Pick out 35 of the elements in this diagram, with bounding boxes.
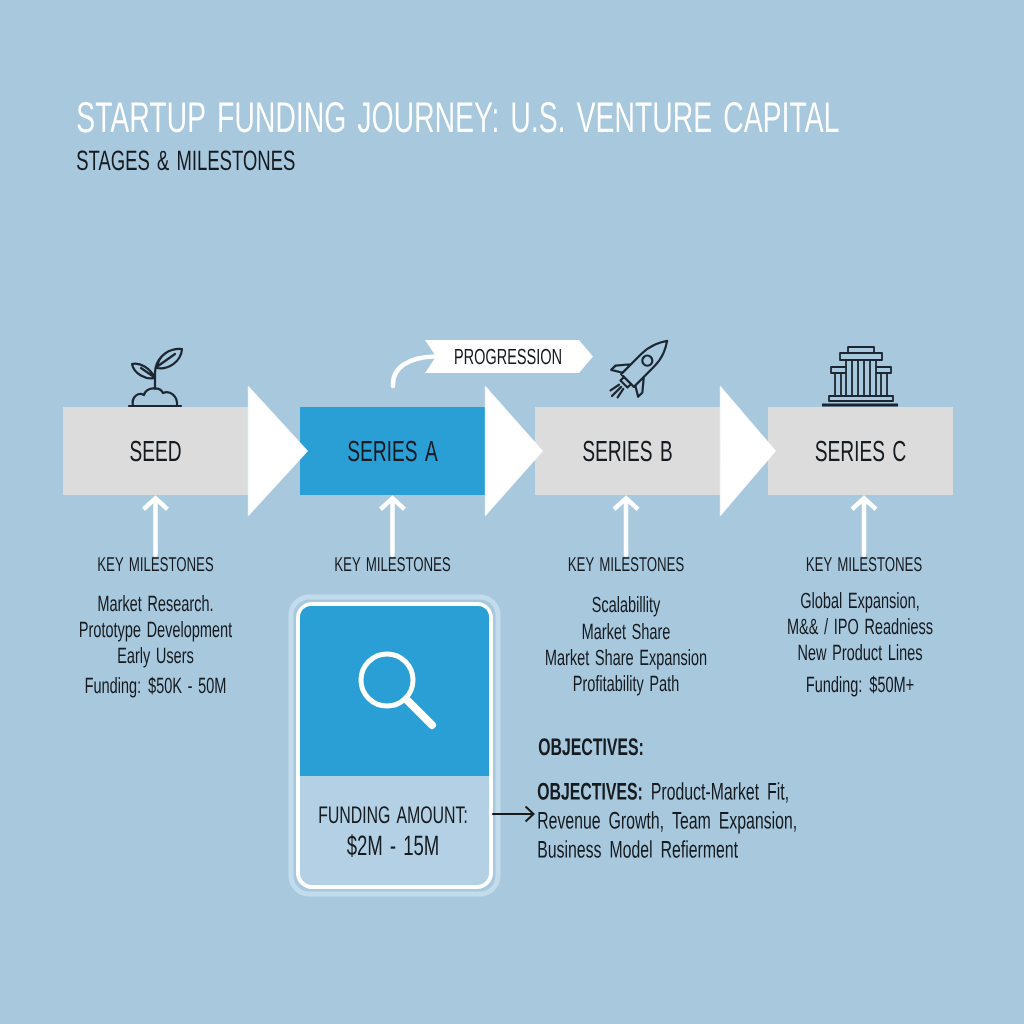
arrow bbox=[141, 495, 170, 558]
funding-card: FUNDING AMOUNT: $2M - 15M bbox=[288, 594, 501, 897]
arrow bbox=[379, 495, 407, 558]
milestone-item: Early Users bbox=[118, 647, 194, 668]
chevron-arrow bbox=[719, 385, 777, 517]
curved-line bbox=[390, 354, 438, 389]
milestone-heading: KEY MILESTONES bbox=[98, 557, 214, 572]
milestone-item: Scalabillity bbox=[592, 596, 661, 617]
milestone-item: Profitability Path bbox=[573, 675, 679, 696]
milestone-item: M&& / IPO Readniess bbox=[788, 618, 933, 635]
milestone-heading: KEY MILESTONES bbox=[806, 557, 922, 572]
stage-box: SEED bbox=[63, 407, 248, 495]
objectives-text: OBJECTIVES: Product-Market Fit, Revenue Growth, Team Expansion, Business Model Refierment bbox=[537, 782, 796, 858]
arrow bbox=[612, 495, 640, 558]
milestone-item: Market Research. bbox=[98, 595, 213, 612]
milestone-item: Market Share Expansion bbox=[546, 649, 707, 670]
chevron-arrow bbox=[484, 385, 544, 517]
banner: PROGRESSION bbox=[425, 340, 593, 373]
funding-text: Funding: $50M+ bbox=[807, 675, 914, 697]
objectives-heading: OBJECTIVES: bbox=[538, 738, 643, 756]
stage-box: SERIES C bbox=[768, 407, 953, 495]
milestone-heading: KEY MILESTONES bbox=[335, 557, 451, 572]
arrow bbox=[492, 805, 535, 823]
milestone-item: Market Share bbox=[582, 623, 670, 640]
stage-box: SERIES A bbox=[300, 407, 485, 495]
milestone-item: Global Expansion, bbox=[801, 592, 919, 613]
funding-text: Funding: $50K - 50M bbox=[85, 676, 226, 698]
title: STARTUP FUNDING JOURNEY: U.S. VENTURE CAPITAL bbox=[77, 101, 839, 133]
arrow bbox=[850, 495, 878, 558]
chevron-arrow bbox=[247, 385, 309, 517]
milestone-item: Prototype Development bbox=[80, 621, 233, 642]
subtitle: STAGES & MILESTONES bbox=[77, 150, 295, 171]
milestone-item: New Product Lines bbox=[798, 644, 922, 661]
stage-box: SERIES B bbox=[535, 407, 720, 495]
milestone-heading: KEY MILESTONES bbox=[568, 557, 684, 572]
